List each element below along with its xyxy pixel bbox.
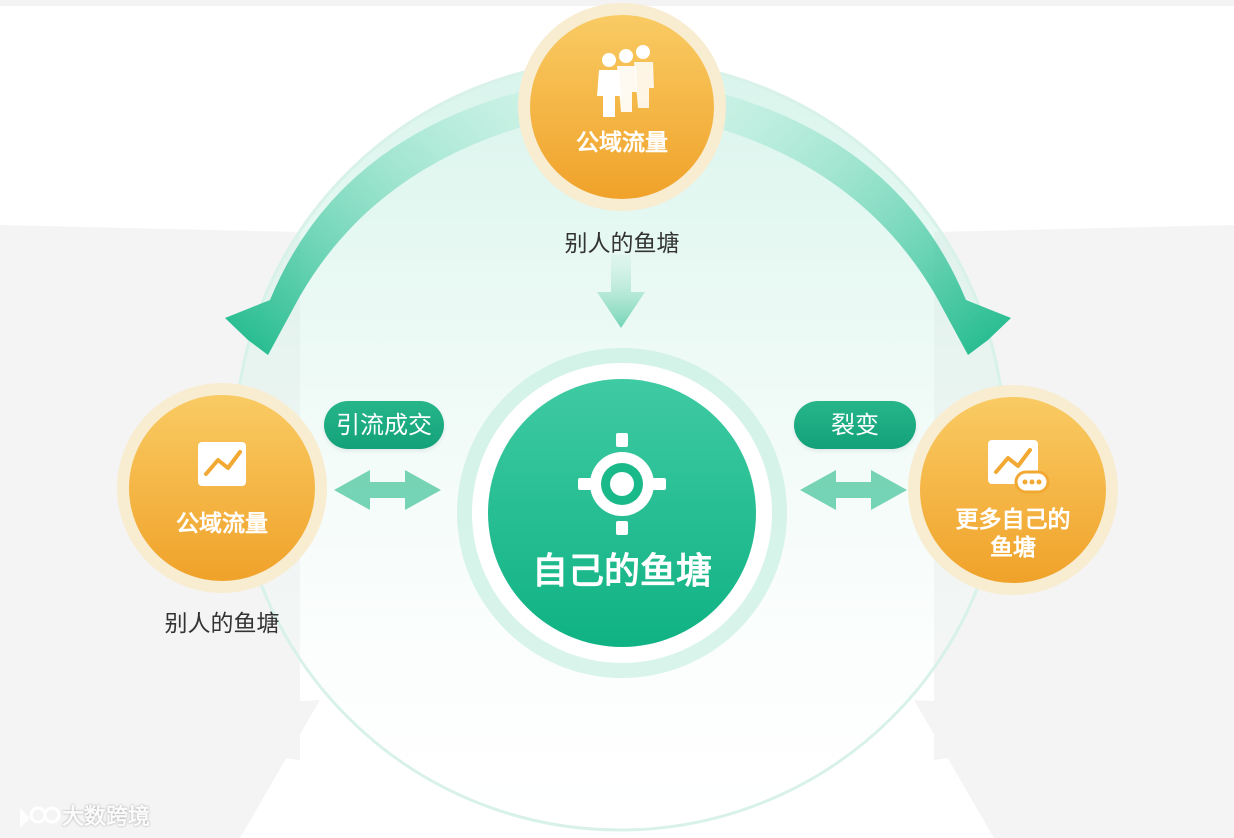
- target-icon: [578, 433, 666, 535]
- right-node-circle: [920, 397, 1106, 583]
- left-node-caption: 别人的鱼塘: [164, 611, 280, 637]
- right-node: 更多自己的 鱼塘: [921, 507, 1105, 577]
- down-arrow: [597, 255, 645, 328]
- left-node: 公域流量: [130, 511, 314, 547]
- trend-chart-icon: [198, 442, 246, 486]
- right-link-pill: 裂变: [794, 401, 916, 449]
- top-node-label: 公域流量: [576, 130, 668, 156]
- backdrop-bottom-right-panel: [914, 700, 1234, 838]
- top-node: 公域流量: [530, 130, 714, 166]
- people-group-icon: [597, 45, 654, 117]
- double-arrow-right: [800, 470, 907, 510]
- center-label: 自己的鱼塘: [472, 550, 772, 600]
- top-node-caption: 别人的鱼塘: [564, 231, 680, 257]
- double-arrow-left: [334, 470, 441, 510]
- backdrop-bottom-left-panel: [0, 700, 320, 838]
- backdrop-top-line: [0, 0, 1234, 6]
- watermark-logo-icon: [20, 806, 61, 828]
- left-node-label: 公域流量: [176, 511, 268, 537]
- left-node-circle: [129, 395, 315, 581]
- watermark: 大数跨境: [62, 798, 150, 832]
- left-link-pill: 引流成交: [324, 401, 444, 449]
- watermark-text: 大数跨境: [62, 805, 151, 830]
- right-node-label: 更多自己的 鱼塘: [955, 507, 1071, 561]
- center-label-text: 自己的鱼塘: [531, 551, 712, 592]
- chat-chart-icon: [988, 440, 1050, 494]
